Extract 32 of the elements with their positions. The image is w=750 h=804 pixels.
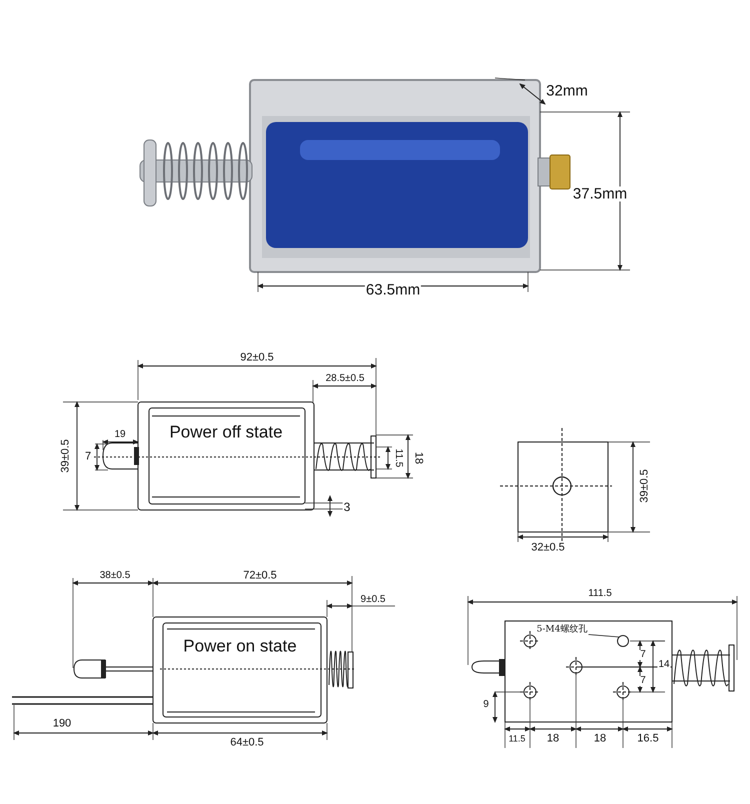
dimension-label: 111.5: [587, 589, 613, 599]
mounting-hole: [617, 635, 629, 647]
dimension-label: 11.5: [508, 734, 526, 744]
dimension-label: 7: [639, 650, 647, 660]
dimension-label: 32±0.5: [530, 542, 566, 554]
dimension-label: 72±0.5: [242, 570, 278, 582]
state-label: Power on state: [182, 638, 298, 654]
dimension-label: 28.5±0.5: [324, 374, 366, 384]
dimension-label: 7: [84, 452, 92, 462]
dimension-label: 3: [342, 501, 352, 513]
dimension-label: 38±0.5: [98, 571, 132, 581]
dimension-label: 18: [592, 734, 608, 744]
leader-line: [588, 634, 620, 638]
dimension-label: 16.5: [636, 734, 660, 744]
dimension-label: 7: [639, 676, 647, 686]
dimension-label: 9±0.5: [360, 595, 386, 605]
dimension-label: 19: [113, 430, 127, 440]
dimension-label: 64±0.5: [229, 738, 265, 748]
dimension-label: 190: [52, 718, 72, 730]
state-label: Power off state: [168, 424, 284, 440]
dimension-label: 92±0.5: [239, 352, 275, 364]
dimension-label: 18: [412, 450, 424, 466]
dimension-label: 18: [546, 734, 560, 744]
dimension-label: 39±0.5: [60, 438, 72, 474]
dimension-label: 32mm: [545, 84, 589, 98]
dimension-label: 39±0.5: [640, 468, 650, 504]
thread-callout: 5-M4螺纹孔: [536, 626, 588, 634]
dimension-label: 14: [657, 660, 671, 670]
dimension-label: 63.5mm: [364, 282, 422, 298]
dimension-label: 37.5mm: [572, 186, 628, 202]
dimension-label: 11.5: [393, 448, 403, 468]
dimension-label: 9: [482, 700, 490, 710]
